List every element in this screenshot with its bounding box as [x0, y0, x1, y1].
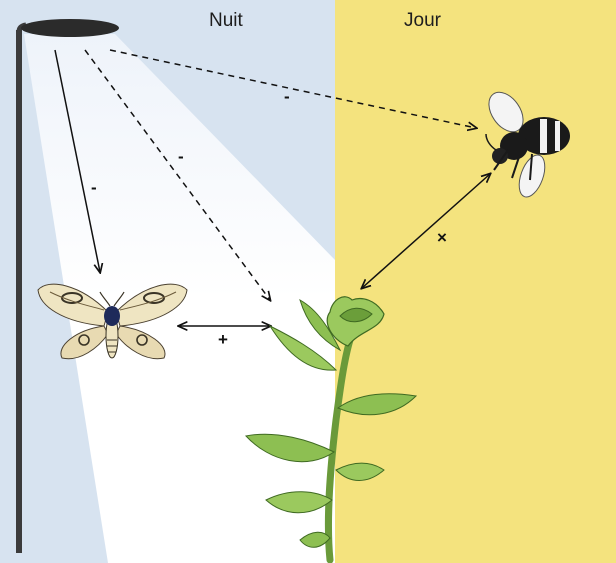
sign-plant-bee: ×	[437, 228, 447, 247]
night-label: Nuit	[209, 10, 243, 32]
day-label: Jour	[404, 10, 441, 32]
sign-lamp-to-plant: -	[178, 147, 184, 166]
sign-lamp-to-bee: -	[284, 87, 290, 106]
sign-lamp-to-moth: -	[91, 178, 97, 197]
day-background	[335, 0, 616, 563]
sign-moth-plant: +	[218, 330, 228, 349]
